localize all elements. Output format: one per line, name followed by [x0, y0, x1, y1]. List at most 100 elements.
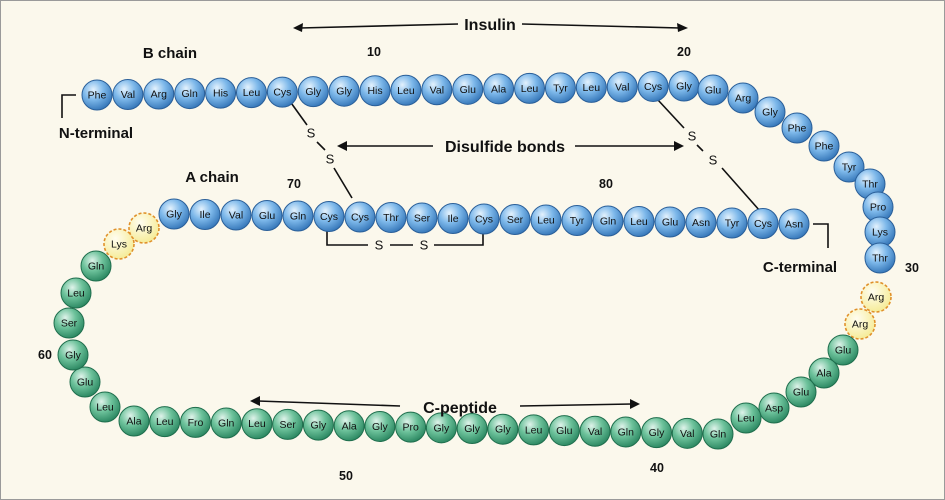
- residue-label: Glu: [460, 84, 477, 96]
- c-peptide-residue: Gln: [210, 407, 242, 439]
- residue-label: Gln: [88, 261, 105, 273]
- residue-bead: [158, 198, 190, 230]
- c-peptide-residue: Gly: [456, 413, 488, 445]
- residue-label: Gly: [336, 86, 353, 98]
- c-peptide-residue: Leu: [89, 391, 121, 423]
- b-chain-residue: Gly: [754, 96, 786, 128]
- residue-bead: [81, 79, 113, 111]
- position-number: 60: [38, 348, 52, 362]
- diagram-labels: Insulin B chain N-terminal A chain Disul…: [59, 17, 837, 417]
- residue-label: Leu: [521, 83, 539, 95]
- residue-label: Glu: [77, 377, 94, 389]
- residue-label: Glu: [705, 85, 722, 97]
- residue-bead: [333, 410, 365, 442]
- b-chain-residue: Tyr: [833, 151, 865, 183]
- residue-label: Gly: [65, 350, 82, 362]
- residue-bead: [487, 413, 519, 445]
- residue-label: Tyr: [725, 218, 740, 230]
- b-chain-residue: Arg: [727, 82, 759, 114]
- c-peptide-residue: Fro: [179, 406, 211, 438]
- position-numbers: 10 20 30 40 50 60 70 80: [38, 45, 919, 483]
- residue-bead: [128, 212, 160, 244]
- residue-label: Leu: [248, 418, 266, 430]
- sulfur-atom: S: [307, 126, 316, 141]
- residue-bead: [241, 408, 273, 440]
- residue-bead: [179, 406, 211, 438]
- disulfide-bonds-label: Disulfide bonds: [445, 139, 565, 156]
- c-peptide-residue: Val: [671, 417, 703, 449]
- residue-bead: [754, 96, 786, 128]
- residue-label: Pro: [402, 422, 419, 434]
- a-chain-residue: Glu: [251, 200, 283, 231]
- residue-label: Leu: [67, 288, 85, 300]
- position-number: 40: [650, 461, 664, 475]
- residue-label: Glu: [793, 387, 810, 399]
- residue-bead: [530, 204, 562, 236]
- b-chain-label: B chain: [143, 45, 197, 62]
- b-chain-residue: Thr: [854, 168, 886, 200]
- residue-bead: [60, 277, 92, 309]
- residue-label: Arg: [151, 89, 168, 101]
- residue-bead: [785, 376, 817, 408]
- residue-bead: [483, 73, 515, 105]
- c-peptide-residue: Ala: [118, 405, 150, 437]
- residue-label: Tyr: [553, 82, 568, 94]
- residue-bead: [266, 76, 298, 108]
- residue-bead: [118, 405, 150, 437]
- c-peptide-residue: Leu: [241, 408, 273, 440]
- residue-bead: [637, 70, 669, 102]
- a-chain-residue: Val: [220, 199, 252, 231]
- a-chain-residue: Glu: [654, 206, 686, 238]
- residue-label: Cys: [273, 87, 291, 99]
- residue-bead: [103, 228, 135, 260]
- position-number: 50: [339, 469, 353, 483]
- residue-label: Gln: [290, 211, 307, 223]
- b-chain-residue: Leu: [514, 72, 546, 104]
- residue-bead: [864, 242, 896, 274]
- residue-label: Ala: [491, 83, 506, 95]
- residue-bead: [654, 206, 686, 238]
- a-chain-residue: Leu: [530, 204, 562, 236]
- a-chain-residue: Leu: [623, 206, 655, 237]
- residue-bead: [359, 75, 391, 107]
- residue-label: Asp: [765, 403, 783, 415]
- residue-label: Gly: [433, 422, 450, 434]
- a-chain-label: A chain: [185, 169, 239, 186]
- a-chain-residue: Gln: [592, 205, 624, 237]
- residue-bead: [808, 357, 840, 389]
- c-peptide-residue: Ala: [808, 357, 840, 389]
- b-chain-residue: Gly: [328, 75, 360, 107]
- residue-label: Cys: [754, 218, 772, 230]
- residue-bead: [548, 415, 580, 447]
- residue-label: Ser: [280, 419, 297, 431]
- residue-bead: [685, 207, 717, 238]
- c-peptide-residue: Gly: [641, 417, 673, 449]
- residue-label: Val: [615, 81, 629, 93]
- c-peptide-residue: Gln: [80, 250, 112, 282]
- residue-label: Leu: [537, 215, 555, 227]
- a-chain-residue: Gln: [282, 200, 314, 232]
- residue-bead: [112, 79, 144, 111]
- residue-label: Val: [588, 426, 602, 438]
- residue-label: Leu: [525, 424, 543, 436]
- c-peptide-residue: Ser: [272, 408, 304, 440]
- c-peptide-residue: Gln: [610, 416, 642, 448]
- c-peptide-residue: Gly: [487, 413, 519, 445]
- a-chain-residue: Asn: [778, 208, 810, 240]
- a-chain-residue: Thr: [375, 202, 407, 233]
- residue-label: Ala: [342, 420, 357, 432]
- b-chain-residue: Gly: [297, 76, 329, 108]
- residue-bead: [282, 200, 314, 232]
- residue-label: Leu: [737, 413, 755, 425]
- residue-bead: [390, 74, 422, 106]
- a-chain-residue: Gly: [158, 198, 190, 230]
- residue-bead: [641, 417, 673, 449]
- a-chain-residue: Ser: [406, 202, 438, 234]
- a-chain-residue: Cys: [313, 201, 345, 232]
- residue-bead: [623, 206, 655, 237]
- residue-label: Gly: [762, 107, 779, 119]
- cleavage-residue: Arg: [128, 212, 160, 244]
- c-peptide-residue: Gln: [702, 418, 734, 450]
- residue-bead: [452, 73, 484, 105]
- residue-label: Glu: [662, 217, 679, 229]
